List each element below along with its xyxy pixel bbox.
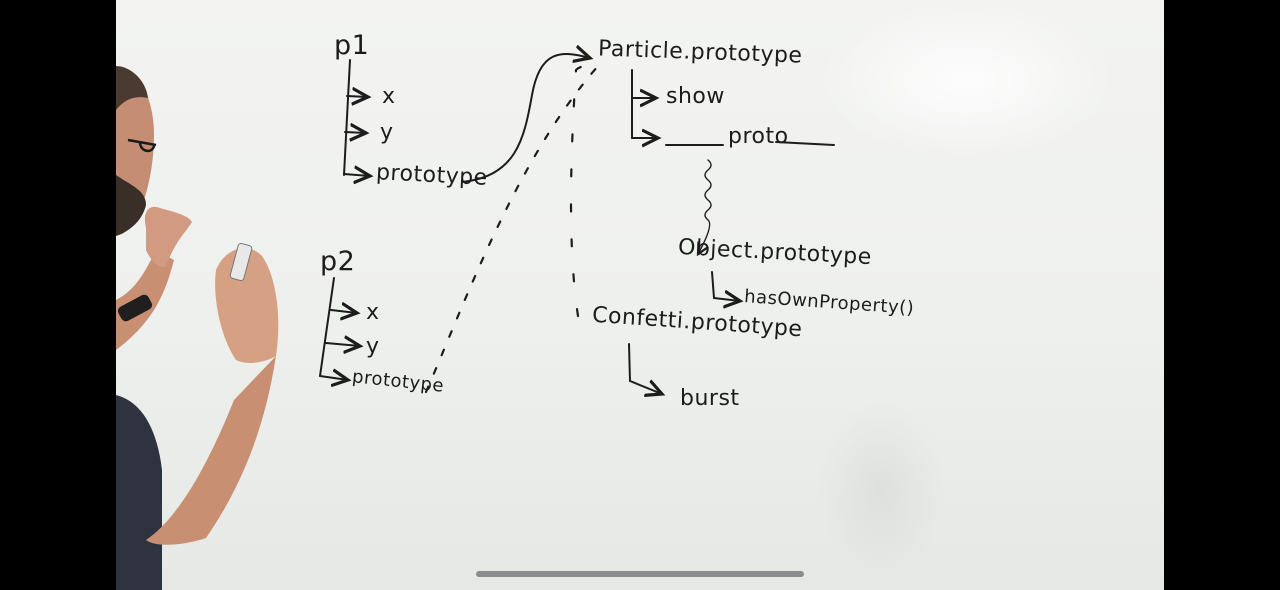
presenter-shirt (116, 395, 162, 590)
p1-to-particle-link (461, 54, 590, 183)
p2-to-confetti-link (424, 64, 600, 394)
particle-prop-show: show (666, 84, 725, 109)
confetti-prop-burst: burst (680, 386, 740, 411)
presenter (116, 66, 279, 590)
presenter-left-hand (144, 206, 192, 267)
p1-prop-y: y (380, 120, 394, 145)
proto-underscore-right (775, 141, 835, 146)
p1-prop-x: x (382, 84, 396, 109)
p1-label: p1 (334, 30, 370, 61)
p2-arrow-x (330, 310, 357, 313)
presenter-right-arm (146, 356, 276, 545)
board-smudge (816, 400, 946, 580)
particle-prop-proto: proto (728, 124, 789, 149)
object-arrow-hasownproperty (713, 298, 740, 301)
p1-arrow-x (346, 96, 368, 97)
presenter-hair (116, 66, 148, 110)
presenter-watch (117, 294, 153, 322)
presenter-glasses (127, 138, 157, 153)
p2-prop-y: y (366, 334, 380, 359)
p1-arrow-y (344, 132, 366, 133)
p2-arrow-prototype (319, 376, 348, 380)
p2-arrow-y (325, 343, 360, 346)
marker-icon (229, 242, 253, 282)
whiteboard-video-frame: p1 x y prototype p2 x y prototype Partic… (116, 0, 1164, 590)
diagram-lines (319, 0, 835, 590)
confetti-to-particle-link (569, 65, 598, 318)
video-progress-bar[interactable] (476, 571, 804, 577)
p1-tree-line (343, 59, 351, 176)
confetti-arrow-burst (629, 381, 662, 394)
presenter-beard (116, 175, 146, 236)
p2-label: p2 (320, 246, 356, 277)
proto-to-object-link (698, 159, 712, 254)
p2-prop-x: x (366, 300, 380, 325)
confetti-tree-line (628, 343, 631, 382)
p1-arrow-prototype (343, 174, 370, 176)
object-tree-line (711, 271, 715, 299)
p2-tree-line (319, 277, 335, 377)
